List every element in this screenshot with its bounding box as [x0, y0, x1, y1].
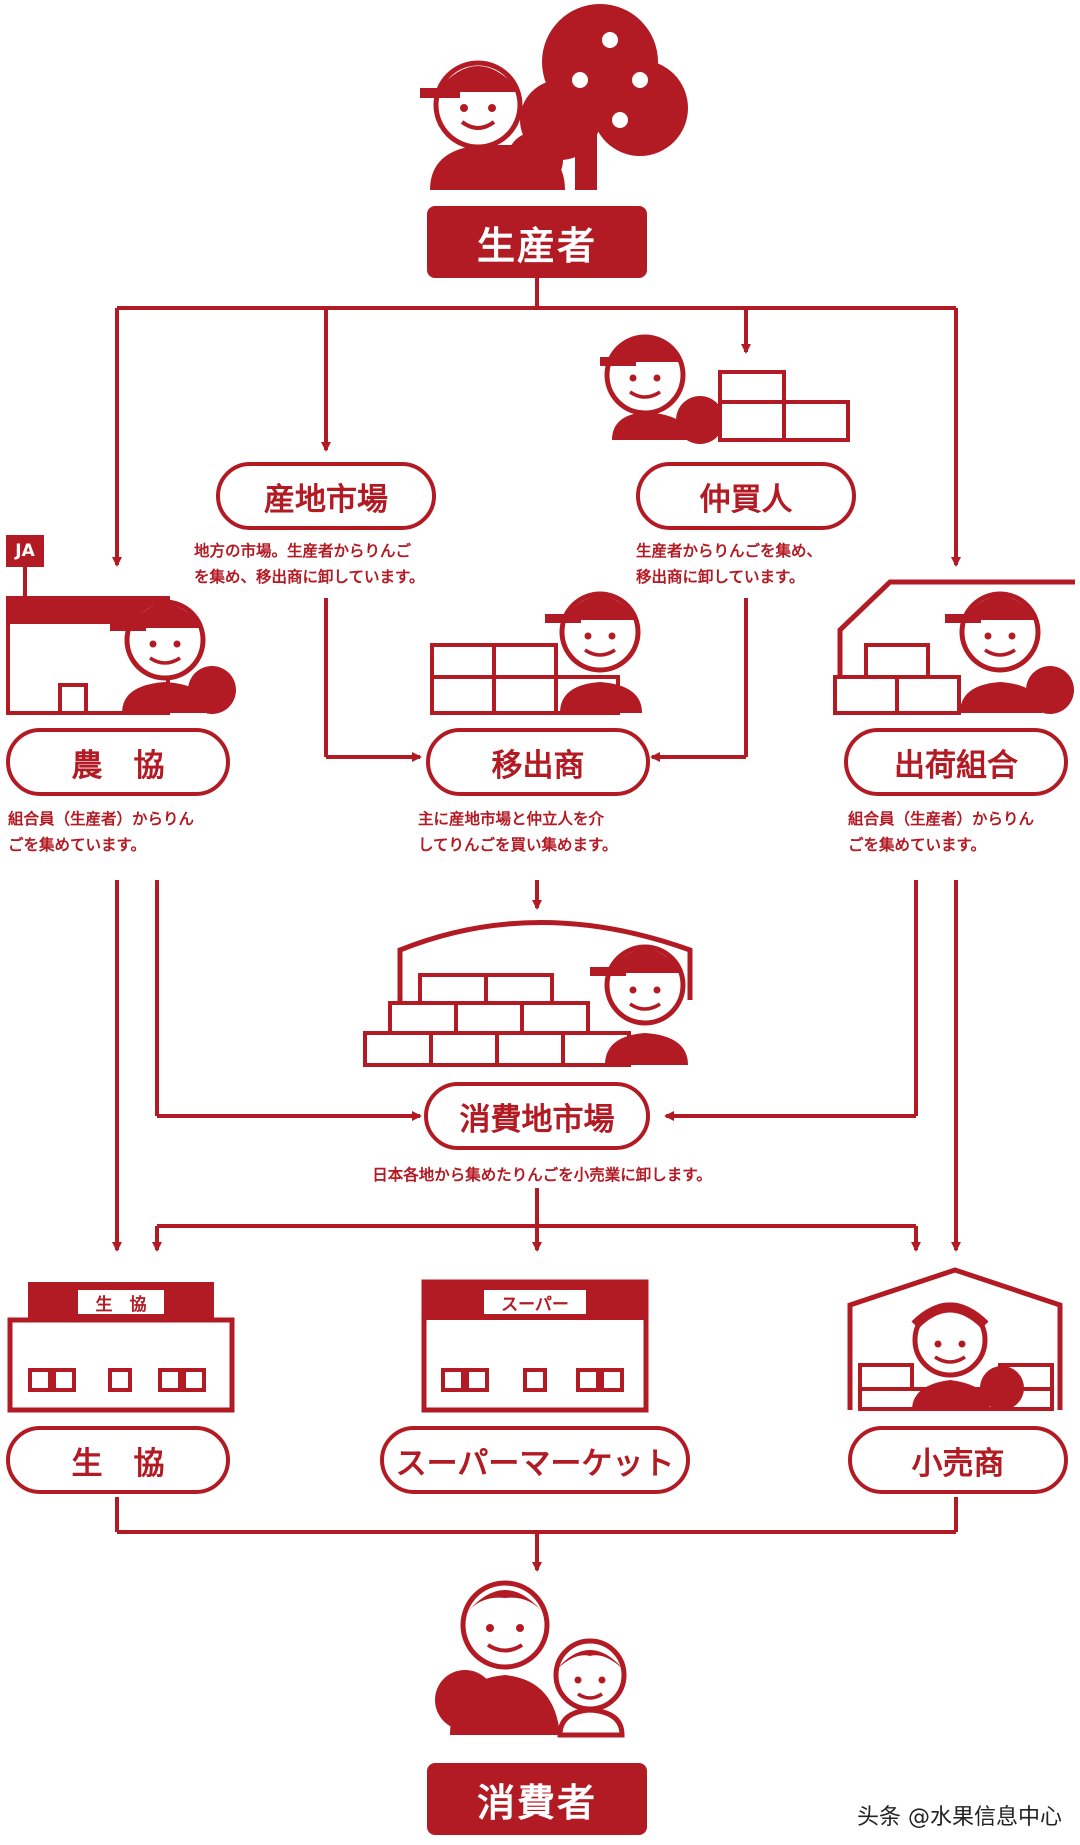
- consumer-market-desc-line1: 日本各地から集めたりんごを小売業に卸します。: [372, 1166, 712, 1184]
- ja-desc: 組合員（生産者）からりん ごを集めています。: [8, 806, 258, 858]
- coop-sign: 生 協: [78, 1290, 164, 1315]
- super-sign: スーパー: [484, 1290, 586, 1315]
- consumer-market-illustration: [363, 920, 693, 1067]
- consumer-market-node: 消費地市場: [424, 1082, 650, 1150]
- ja-desc-line2: ごを集めています。: [8, 836, 146, 854]
- local-market-desc-line2: を集め、移出商に卸しています。: [194, 568, 425, 586]
- consumer-illustration: [435, 1580, 627, 1738]
- broker-node: 仲買人: [636, 462, 856, 530]
- consumer-label: 消費者: [427, 1763, 647, 1835]
- retailer-illustration: [847, 1267, 1063, 1411]
- ja-desc-line1: 組合員（生産者）からりん: [8, 810, 195, 828]
- supermarket-illustration: [421, 1279, 649, 1413]
- local-market-desc: 地方の市場。生産者からりんご を集め、移出商に卸しています。: [194, 538, 494, 590]
- broker-desc: 生産者からりんごを集め、 移出商に卸しています。: [636, 538, 896, 590]
- shipper-illustration: [430, 591, 642, 715]
- local-market-desc-line1: 地方の市場。生産者からりんご: [194, 542, 412, 560]
- shipper-desc-line2: してりんごを買い集めます。: [418, 836, 618, 854]
- broker-desc-line2: 移出商に卸しています。: [636, 568, 805, 586]
- ja-node: 農 協: [6, 728, 230, 796]
- shipper-desc-line1: 主に産地市場と仲立人を介: [418, 810, 605, 828]
- supermarket-node: スーパーマーケット: [380, 1426, 690, 1494]
- watermark: 头条 @水果信息中心: [857, 1805, 1062, 1830]
- broker-desc-line1: 生産者からりんごを集め、: [636, 542, 823, 560]
- producer-illustration: [420, 4, 688, 190]
- shipping-union-node: 出荷組合: [844, 728, 1068, 796]
- producer-label: 生産者: [427, 206, 647, 278]
- retailer-node: 小売商: [848, 1426, 1068, 1494]
- shipper-desc: 主に産地市場と仲立人を介 してりんごを買い集めます。: [418, 806, 678, 858]
- shipping-union-desc-line1: 組合員（生産者）からりん: [848, 810, 1035, 828]
- local-market-node: 産地市場: [216, 462, 436, 530]
- ja-illustration: [6, 535, 236, 715]
- ja-sign: JA: [8, 538, 42, 564]
- shipping-union-illustration: [833, 579, 1075, 715]
- flow-lines: [112, 278, 961, 1572]
- broker-illustration: [600, 334, 850, 444]
- consumer-market-desc: 日本各地から集めたりんごを小売業に卸します。: [332, 1162, 752, 1188]
- coop-node: 生 協: [6, 1426, 230, 1494]
- shipping-union-desc-line2: ごを集めています。: [848, 836, 986, 854]
- shipping-union-desc: 組合員（生産者）からりん ごを集めています。: [848, 806, 1078, 858]
- shipper-node: 移出商: [426, 728, 650, 796]
- coop-illustration: [7, 1282, 235, 1413]
